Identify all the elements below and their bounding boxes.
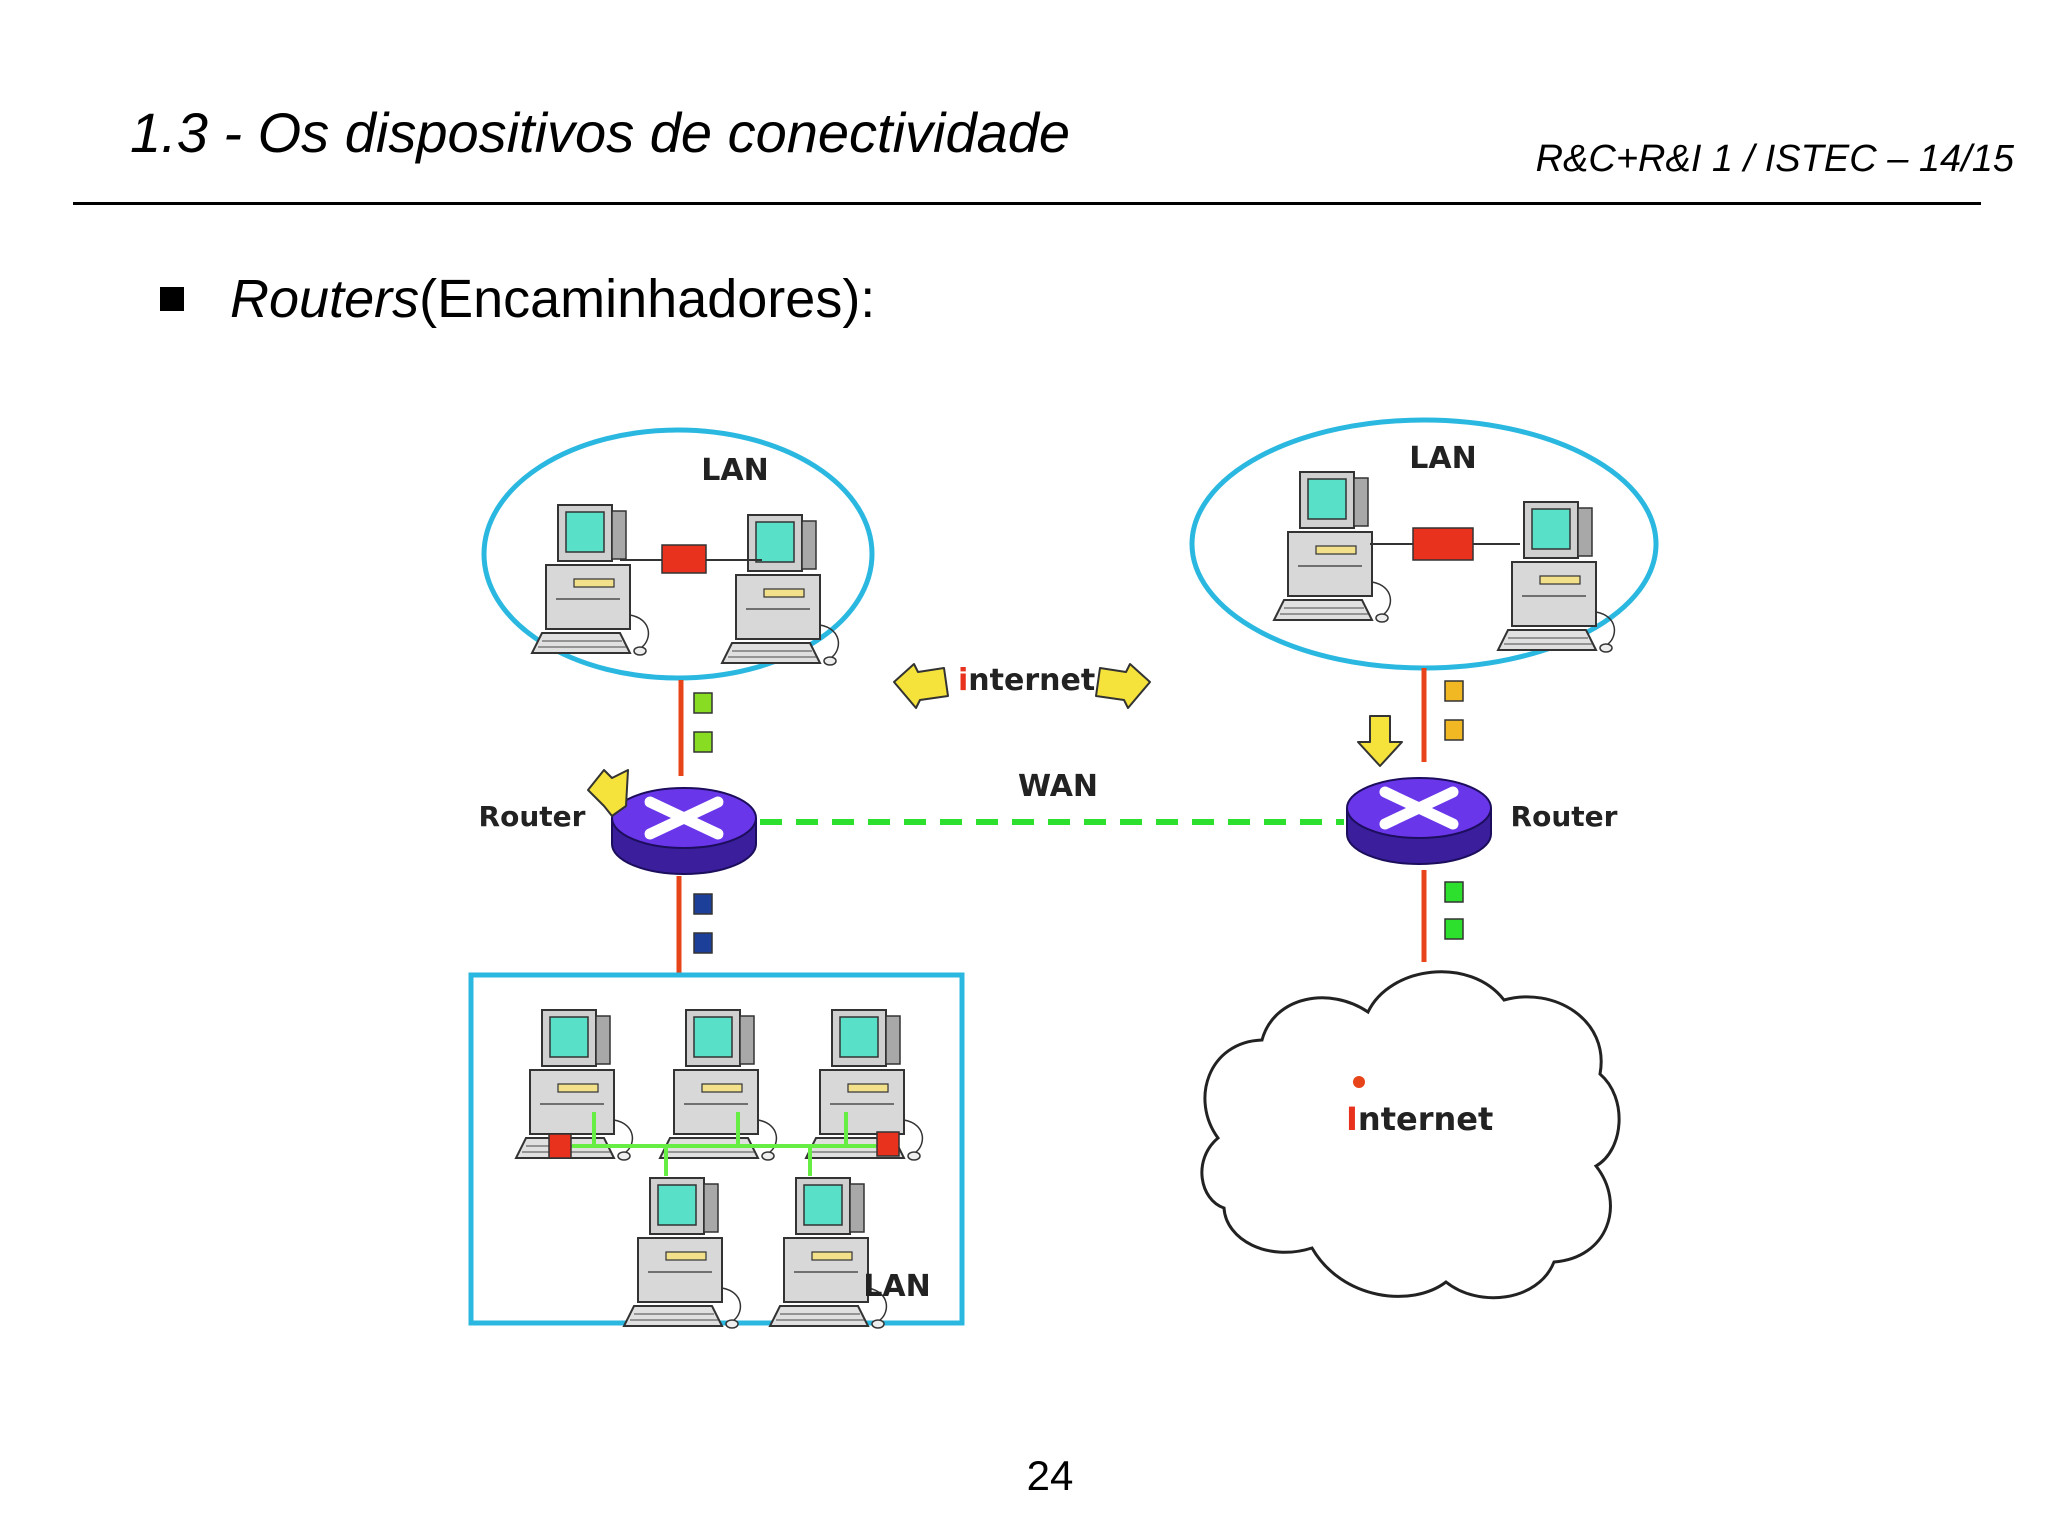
computer-icon: [769, 1177, 888, 1329]
internet-cloud-rest: nternet: [1358, 1100, 1493, 1138]
packet-icon: [693, 731, 713, 753]
internet-cloud-label: Internet: [1346, 1100, 1493, 1138]
page-number: 24: [1026, 1452, 1074, 1499]
internet-label-small: internet: [893, 663, 1151, 709]
packet-icon: [693, 932, 713, 954]
internet-small-rest: nternet: [968, 663, 1095, 698]
packet-icon: [693, 893, 713, 915]
arrow-left-icon: [893, 663, 949, 709]
internet-small-initial: i: [958, 663, 968, 698]
packet-icon: [1444, 719, 1464, 741]
lan-top-left-label: LAN: [701, 453, 768, 488]
computer-icon: [515, 1009, 634, 1161]
computer-icon: [1273, 471, 1392, 623]
computer-icon: [659, 1009, 778, 1161]
bullet-routers: Routers (Encaminhadores):: [160, 268, 875, 330]
svg-text:internet: internet: [958, 663, 1095, 698]
course-reference: R&C+R&I 1 / ISTEC – 14/15: [1535, 138, 2014, 180]
arrow-down-icon: [1357, 715, 1403, 767]
lan-bottom-label: LAN: [863, 1269, 930, 1304]
terminator-icon: [876, 1131, 900, 1157]
header-divider: [73, 202, 1981, 205]
packet-icon: [1444, 918, 1464, 940]
computer-icon: [805, 1009, 924, 1161]
lan-top-right-label: LAN: [1409, 441, 1476, 476]
computer-icon: [721, 514, 840, 666]
cloud-dot-icon: [1353, 1076, 1365, 1088]
terminator-icon: [548, 1133, 572, 1159]
bullet-square-icon: [160, 287, 184, 311]
packet-icon: [693, 692, 713, 714]
lan-bus: [572, 1112, 876, 1176]
arrow-right-icon: [1095, 663, 1151, 709]
router-left-icon: [612, 788, 756, 874]
internet-cloud-initial: I: [1346, 1100, 1358, 1138]
bullet-term: Routers: [230, 269, 420, 329]
packet-icon: [1444, 881, 1464, 903]
packet-icon: [1444, 680, 1464, 702]
wan-label: WAN: [1018, 769, 1098, 804]
internet-cloud: [1200, 970, 1621, 1300]
slide-title: 1.3 - Os dispositivos de conectividade: [130, 101, 1071, 164]
computer-icon: [531, 504, 650, 656]
router-right-label: Router: [1511, 800, 1618, 833]
router-right-icon: [1347, 778, 1491, 864]
lan-connector-icon: [661, 544, 707, 574]
arrow-icon: [587, 769, 629, 817]
router-left-label: Router: [479, 800, 586, 833]
lan-connector-icon: [1412, 527, 1474, 561]
lan-top-left-boundary: [481, 427, 875, 681]
computer-icon: [623, 1177, 742, 1329]
bullet-text: (Encaminhadores):: [419, 269, 876, 329]
